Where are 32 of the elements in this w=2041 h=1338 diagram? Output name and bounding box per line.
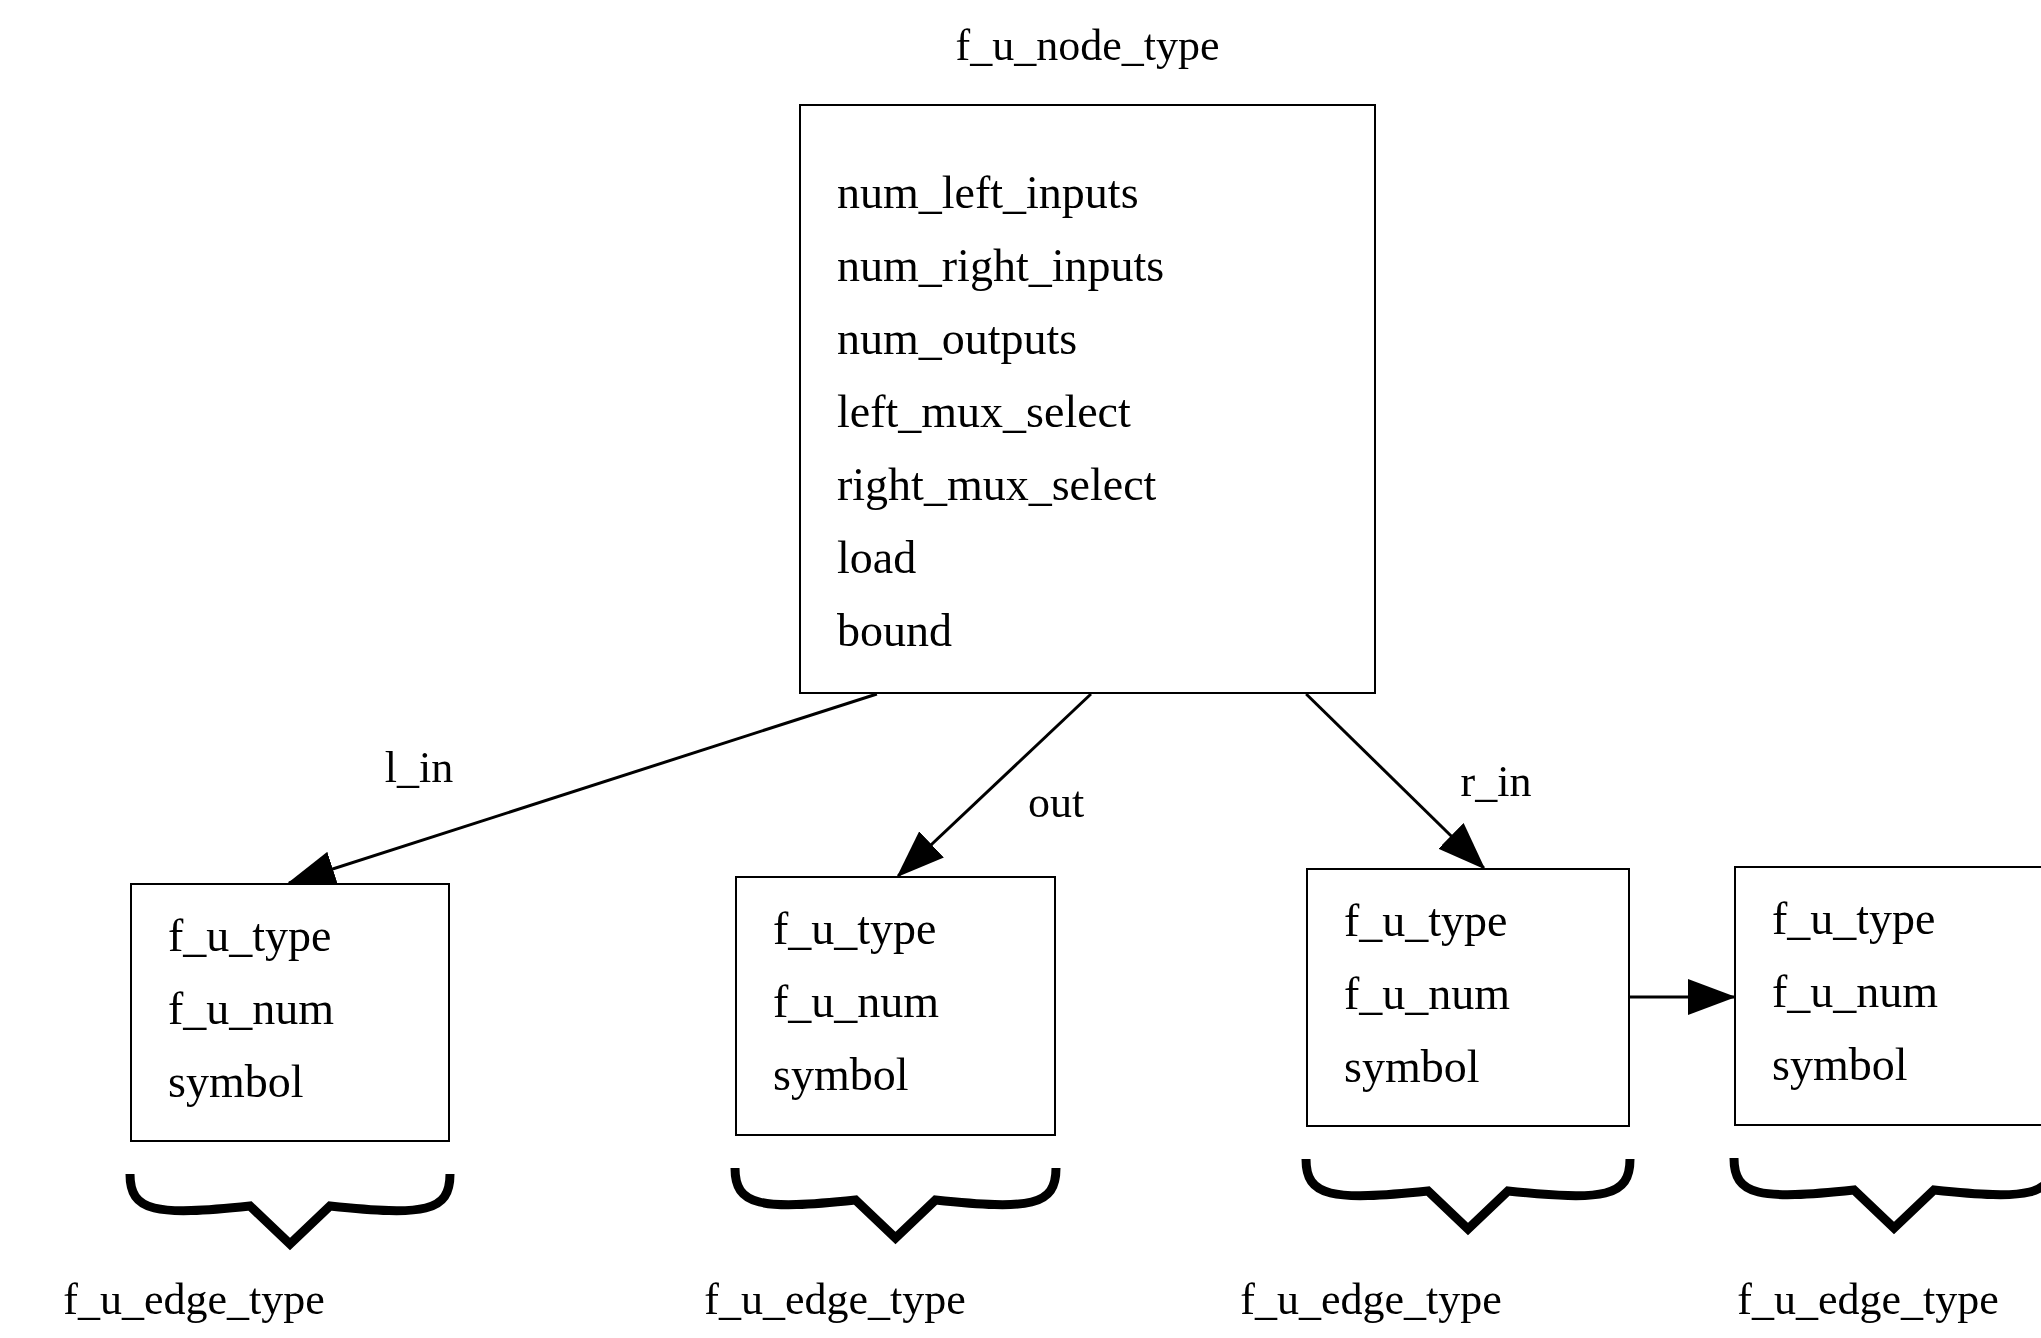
record-box	[799, 104, 1376, 694]
record-box	[735, 876, 1056, 1136]
field-name: f_u_num	[1344, 967, 1511, 1021]
field-name: right_mux_select	[837, 458, 1157, 512]
field-name: num_right_inputs	[837, 239, 1165, 293]
arrow	[1630, 979, 1736, 1015]
field-name: symbol	[1772, 1038, 1908, 1092]
field-name: symbol	[773, 1048, 909, 1102]
field-name: symbol	[1344, 1040, 1480, 1094]
type-label: f_u_edge_type	[1737, 1278, 1999, 1322]
field-name: num_left_inputs	[837, 166, 1139, 220]
field-name: f_u_type	[168, 909, 332, 963]
record-box	[1306, 868, 1630, 1127]
record-box	[130, 883, 450, 1142]
field-name: load	[837, 531, 917, 585]
type-label: f_u_edge_type	[704, 1278, 966, 1322]
field-name: f_u_num	[1772, 965, 1939, 1019]
field-name: num_outputs	[837, 312, 1078, 366]
arrow	[896, 692, 1092, 878]
field-name: f_u_num	[168, 982, 335, 1036]
field-name: f_u_type	[1344, 894, 1508, 948]
type-label: f_u_edge_type	[1240, 1278, 1502, 1322]
field-name: f_u_type	[773, 902, 937, 956]
field-name: bound	[837, 604, 952, 658]
field-name: left_mux_select	[837, 385, 1131, 439]
arrow	[1305, 692, 1486, 870]
field-name: symbol	[168, 1055, 304, 1109]
type-label: f_u_edge_type	[63, 1278, 325, 1322]
record-box	[1734, 866, 2041, 1126]
node-title: f_u_node_type	[955, 24, 1220, 68]
field-name: f_u_num	[773, 975, 940, 1029]
field-name: f_u_type	[1772, 892, 1936, 946]
